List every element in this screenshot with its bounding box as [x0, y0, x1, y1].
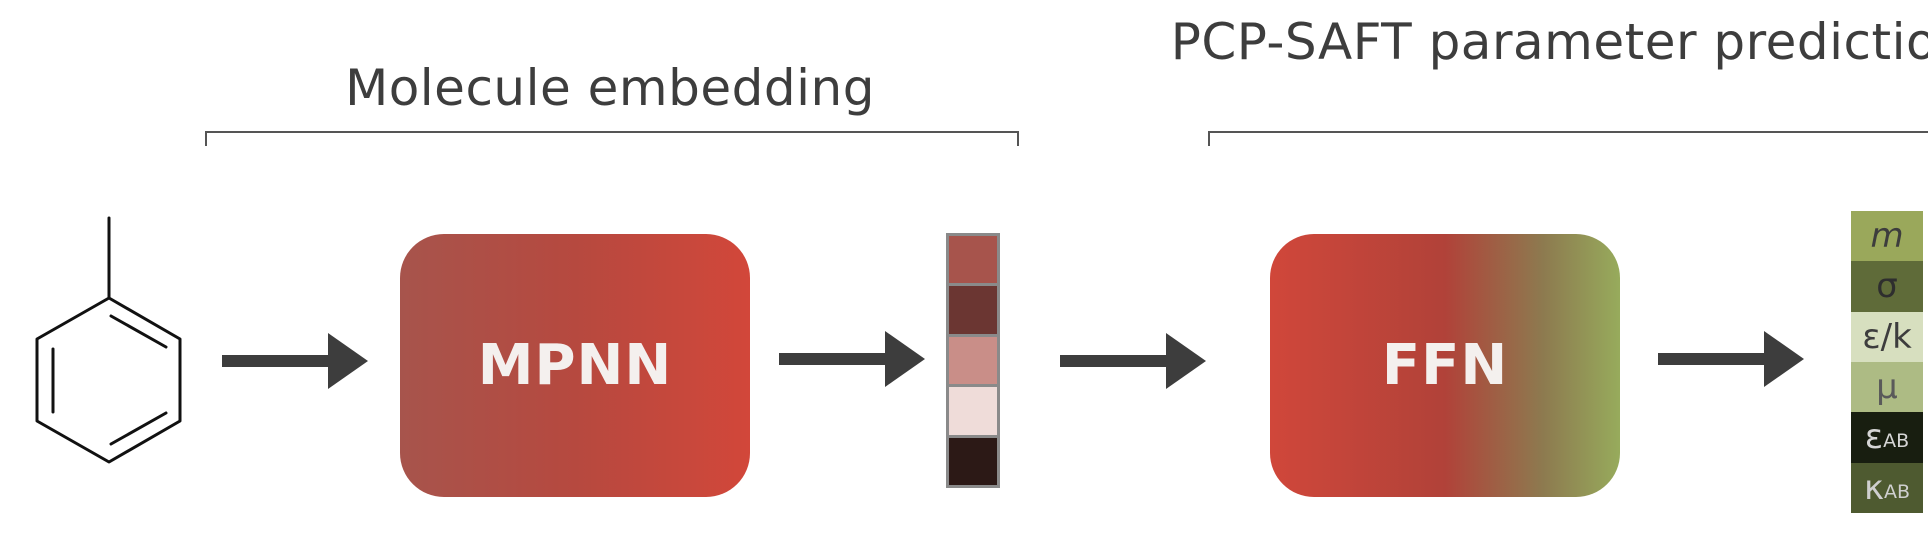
embedding-cell	[949, 236, 997, 284]
mpnn-label: MPNN	[477, 333, 673, 398]
embedding-cell	[949, 336, 997, 385]
parameter-symbol: m	[1870, 216, 1904, 257]
toluene-structure-icon	[35, 216, 182, 464]
parameter-cell: σ	[1851, 261, 1923, 312]
parameter-symbol: ε	[1864, 417, 1884, 458]
ffn-box: FFN	[1270, 234, 1620, 497]
parameter-cell: ε/k	[1851, 311, 1923, 362]
parameter-cell: m	[1851, 211, 1923, 262]
ffn-label: FFN	[1381, 333, 1509, 398]
parameter-symbol: ε/k	[1862, 316, 1912, 357]
molecule-embedding-bracket	[205, 131, 1019, 146]
molecule-embedding-title: Molecule embedding	[345, 59, 875, 117]
parameter-subscript: AB	[1883, 430, 1910, 453]
right-arrow-icon	[1658, 331, 1804, 387]
parameter-symbol: κ	[1863, 467, 1884, 508]
parameter-subscript: AB	[1884, 480, 1911, 503]
pcp-saft-prediction-title: PCP-SAFT parameter prediction	[1170, 13, 1928, 71]
parameter-symbol: σ	[1876, 266, 1898, 307]
pcp-saft-bracket	[1208, 131, 1928, 146]
embedding-cell	[949, 437, 997, 486]
parameter-symbol: μ	[1876, 367, 1898, 408]
mpnn-box: MPNN	[400, 234, 750, 497]
parameter-cell: μ	[1851, 361, 1923, 413]
embedding-cell	[949, 286, 997, 334]
embedding-cell	[949, 387, 997, 435]
right-arrow-icon	[222, 333, 368, 389]
right-arrow-icon	[779, 331, 925, 387]
embedding-vector	[946, 233, 1000, 488]
right-arrow-icon	[1060, 333, 1206, 389]
